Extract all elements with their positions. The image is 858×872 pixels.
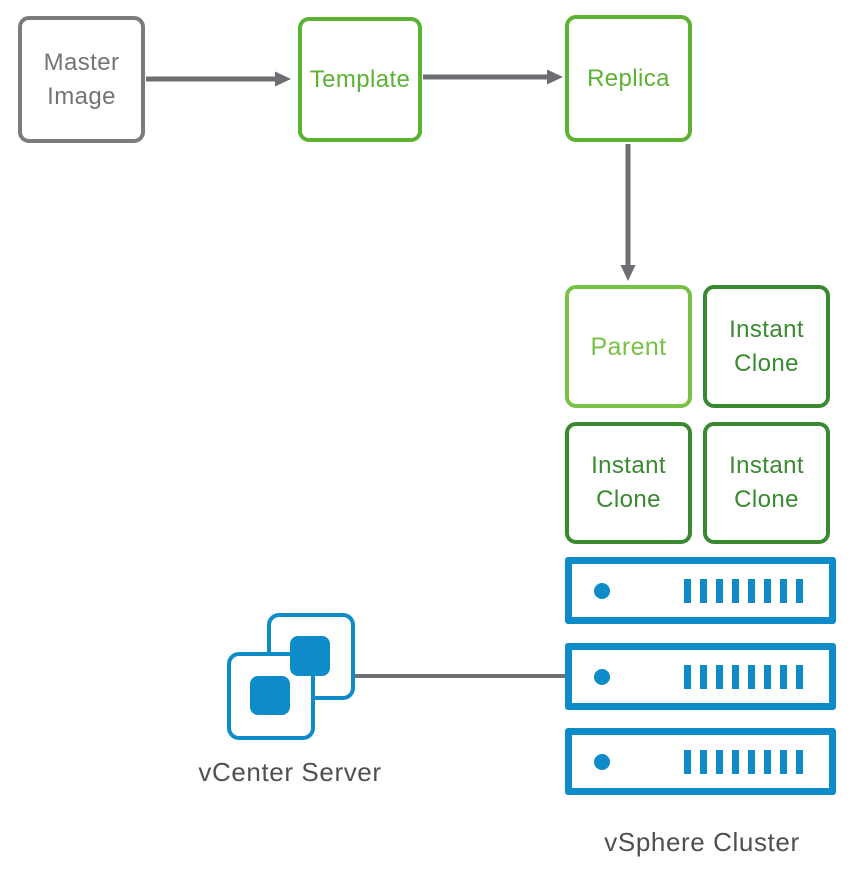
arrow-template-to-replica	[423, 69, 563, 85]
arrow-replica-to-parent	[620, 144, 636, 281]
esxi-host-server-icon	[565, 557, 836, 624]
vcenter-back-solid-square	[290, 636, 330, 676]
node-template: Template	[298, 17, 422, 142]
esxi-host-server-icon	[565, 643, 836, 710]
server-vent-bars	[684, 578, 803, 603]
server-led-dot	[594, 582, 610, 599]
server-vent-bars	[684, 664, 803, 689]
vsphere-cluster-caption: vSphere Cluster	[604, 827, 800, 857]
server-led-dot	[594, 753, 610, 770]
node-instant-clone-1: Instant Clone	[703, 285, 830, 408]
node-instant-clone-2: Instant Clone	[565, 422, 692, 544]
node-master-image: Master Image	[18, 16, 145, 143]
node-replica-label: Replica	[587, 64, 670, 92]
node-replica: Replica	[565, 15, 692, 142]
node-instant-clone-label: Instant Clone	[729, 452, 804, 513]
node-instant-clone-label: Instant Clone	[729, 315, 804, 377]
server-led-dot	[594, 668, 610, 685]
node-template-label: Template	[309, 65, 411, 93]
vcenter-server-icon	[225, 611, 357, 742]
vcenter-server-caption: vCenter Server	[198, 757, 382, 787]
node-parent-label: Parent	[590, 332, 667, 361]
vcenter-front-solid-square	[250, 676, 290, 715]
node-master-image-label: Master Image	[43, 48, 120, 110]
server-vent-bars	[684, 749, 803, 774]
node-instant-clone-label: Instant Clone	[591, 452, 666, 513]
arrow-master-to-template	[146, 71, 291, 87]
node-instant-clone-3: Instant Clone	[703, 422, 830, 544]
node-parent: Parent	[565, 285, 692, 408]
esxi-host-server-icon	[565, 728, 836, 795]
